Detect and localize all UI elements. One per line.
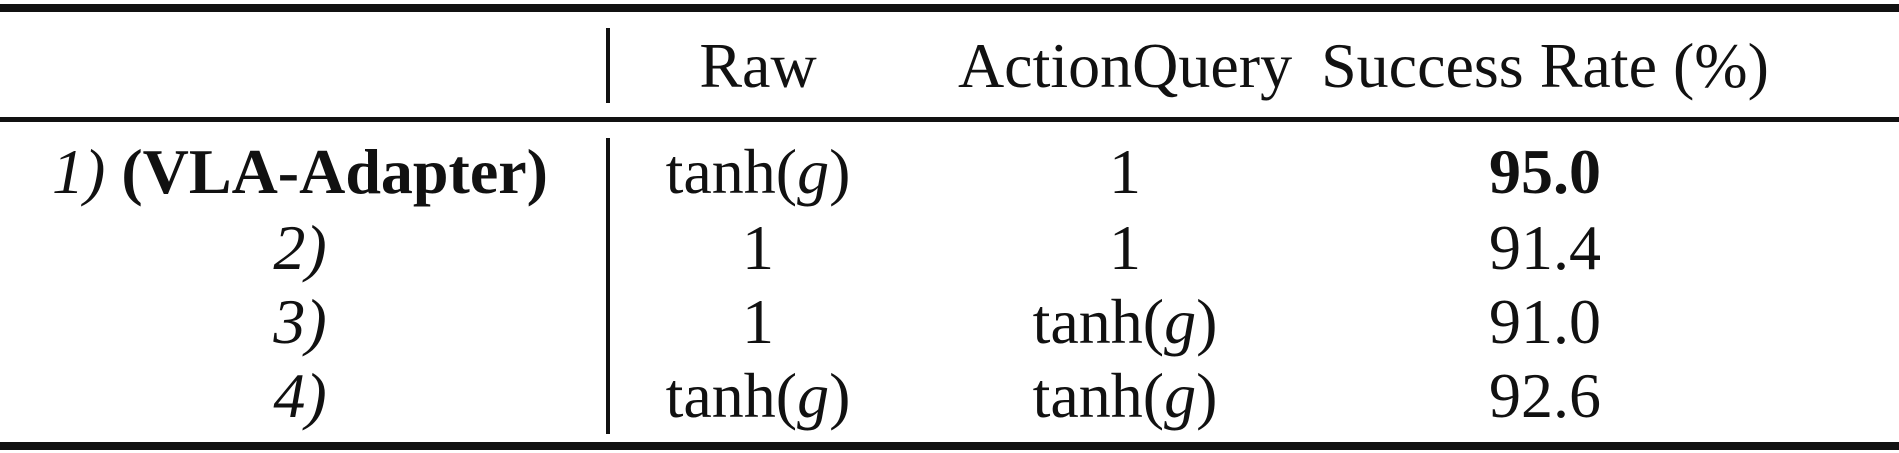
success-rate: 91.0 (1489, 286, 1601, 357)
success-rate: 92.6 (1489, 360, 1601, 431)
action-query-gate: tanh(g) (1032, 360, 1218, 431)
raw-gate: tanh(g) (665, 136, 851, 207)
success-rate: 91.4 (1489, 212, 1601, 283)
raw-gate: tanh(g) (665, 360, 851, 431)
header-raw: Raw (699, 30, 817, 101)
bottom-rule (0, 442, 1899, 450)
row-index: 2) (273, 212, 327, 283)
column-separator-body (606, 138, 610, 434)
raw-gate: 1 (742, 286, 774, 357)
row-index: 1) (52, 136, 106, 207)
column-separator-header (606, 28, 610, 103)
header-success-rate: Success Rate (%) (1321, 30, 1769, 101)
top-rule (0, 4, 1899, 12)
success-rate-best: 95.0 (1489, 136, 1601, 207)
action-query-gate: 1 (1109, 212, 1141, 283)
row-index: 3) (273, 286, 327, 357)
method-name: VLA-Adapter (142, 136, 527, 207)
header-rule (0, 117, 1899, 122)
raw-gate: 1 (742, 212, 774, 283)
row-label: 1) (VLA-Adapter) (52, 136, 548, 207)
header-action-query: ActionQuery (957, 30, 1293, 101)
action-query-gate: tanh(g) (1032, 286, 1218, 357)
action-query-gate: 1 (1109, 136, 1141, 207)
row-index: 4) (273, 360, 327, 431)
